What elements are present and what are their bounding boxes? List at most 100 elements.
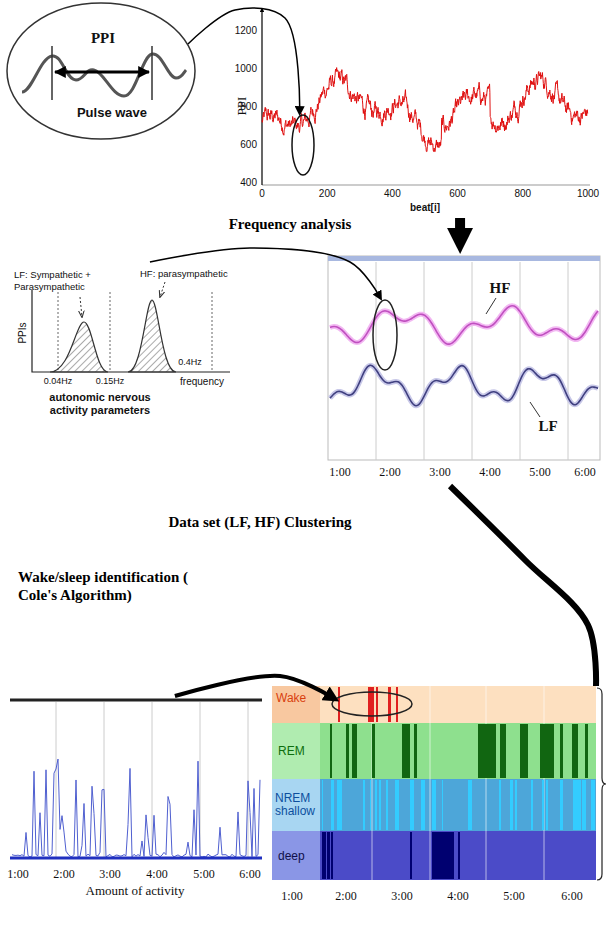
- axis-label: LF: Sympathetic + Parasympathetic: [14, 269, 114, 293]
- stage-bar: [582, 780, 586, 830]
- stage-bar: [421, 780, 425, 830]
- lf-series-glow: [330, 365, 598, 405]
- hypnogram-plot-part-part: [322, 832, 460, 879]
- stage-name: REM: [278, 745, 305, 758]
- ppi-plot: [262, 8, 590, 185]
- stage-bar: [572, 724, 578, 778]
- ppi-series: [262, 68, 588, 152]
- axis-label: 2:00: [53, 867, 74, 882]
- hypnogram-plot-part: [272, 831, 320, 880]
- stage-bar: [341, 780, 342, 830]
- stage-bar: [330, 724, 332, 778]
- spectrum-sketch-part: [80, 297, 82, 317]
- axis-label: beat[i]: [410, 202, 440, 213]
- axis-label: 0.04Hz: [44, 376, 73, 386]
- axis-label: 600: [449, 188, 466, 199]
- lf-hf-plot-part: [486, 298, 496, 314]
- axis-label: 2:00: [379, 465, 400, 480]
- activity-plot-part: [12, 759, 260, 857]
- lf-hf-plot-part: [330, 306, 598, 406]
- stage-bar: [337, 780, 341, 830]
- axis-label: 400: [240, 177, 257, 188]
- stage-bar: [432, 832, 454, 879]
- hypnogram-plot-part: [372, 686, 544, 880]
- stage-bar: [515, 780, 517, 830]
- spectrum-sketch: [32, 282, 230, 372]
- axis-label: 3:00: [99, 867, 120, 882]
- activity-plot: [10, 700, 262, 860]
- axis-label: 1:00: [281, 889, 302, 904]
- pulse-inset-part: [22, 54, 186, 96]
- stage-band: deep: [272, 831, 596, 880]
- stage-name: NREM shallow: [275, 792, 319, 818]
- axis-label: 5:00: [529, 465, 550, 480]
- stage-name: deep: [278, 850, 305, 863]
- hypnogram-plot-part: [322, 687, 595, 879]
- stage-band: Wake: [272, 686, 596, 723]
- stage-bar: [560, 780, 563, 830]
- axis-label: 1:00: [329, 465, 350, 480]
- stage-bar: [402, 724, 410, 778]
- lf-hf-plot-part: [373, 300, 397, 370]
- hypnogram-plot: [272, 686, 606, 880]
- activity-plot-part: [10, 857, 262, 860]
- spectrum-sketch-part: [128, 300, 176, 372]
- stage-bar: [577, 780, 581, 830]
- axis-label: 6:00: [574, 465, 595, 480]
- stage-bar: [414, 724, 417, 778]
- stage-bar: [442, 780, 443, 830]
- grid-line: [56, 702, 57, 858]
- stage-bar: [338, 687, 340, 722]
- spectrum-panel: LF: Sympathetic + ParasympatheticHF: par…: [8, 262, 234, 422]
- hypnogram-plot-part-part: [330, 724, 588, 778]
- stage-bar: [591, 780, 595, 830]
- process-label: Wake/sleep identification ( Cole's Algor…: [18, 568, 228, 604]
- lf-hf-plot: [328, 256, 600, 460]
- hypnogram-plot-part: [272, 779, 596, 831]
- stage-bar: [395, 780, 399, 830]
- ppi-plot-part: [292, 115, 314, 175]
- axis-label: LF: [538, 417, 557, 435]
- spectrum-sketch-part: [58, 292, 59, 372]
- grid-line: [424, 262, 425, 460]
- hypnogram-panel: WakeREMNREM shallowdeep1:002:003:004:005…: [272, 686, 596, 906]
- axis-label: 1000: [577, 188, 599, 199]
- hypnogram-plot-part: [272, 779, 320, 831]
- ppi-chart: 12001000800600400PPI02004006008001000bea…: [232, 2, 604, 218]
- stage-bar: [388, 687, 391, 722]
- axis-label: 4:00: [447, 889, 468, 904]
- inset-title: PPI: [91, 29, 115, 47]
- axis-label: 3:00: [429, 465, 450, 480]
- stage-bar: [458, 832, 460, 879]
- spectrum-sketch-part: [212, 292, 213, 372]
- process-label: Frequency analysis: [229, 215, 352, 233]
- axis-label: HF: [490, 279, 511, 297]
- activity-series: [12, 759, 260, 857]
- axis-label: 800: [514, 188, 531, 199]
- stage-bar: [370, 780, 371, 830]
- stage-bar: [560, 724, 563, 778]
- spectrum-sketch-part: [110, 292, 111, 372]
- axis-label: 0.15Hz: [96, 376, 125, 386]
- lf-hf-plot-part: [530, 402, 540, 417]
- stage-bar: [331, 780, 334, 830]
- axis-label: 0: [259, 188, 265, 199]
- stage-bar: [331, 832, 333, 879]
- axis-label: 4:00: [479, 465, 500, 480]
- activity-plot-part: [10, 700, 262, 860]
- stage-bar: [322, 780, 323, 830]
- grid-line: [568, 262, 569, 460]
- stage-band: REM: [272, 723, 596, 779]
- axis-label: 1000: [235, 63, 257, 74]
- grid-line: [472, 262, 473, 460]
- hypnogram-plot-part: [272, 686, 320, 723]
- hypnogram-plot-part: [272, 723, 320, 779]
- stage-bar: [410, 780, 414, 830]
- hypnogram-plot-part: [272, 723, 596, 779]
- stage-bar: [520, 724, 528, 778]
- grid-line: [486, 686, 487, 880]
- stage-name: Wake: [276, 692, 306, 705]
- grid-line: [152, 702, 153, 858]
- axis-label: PPI: [234, 97, 250, 116]
